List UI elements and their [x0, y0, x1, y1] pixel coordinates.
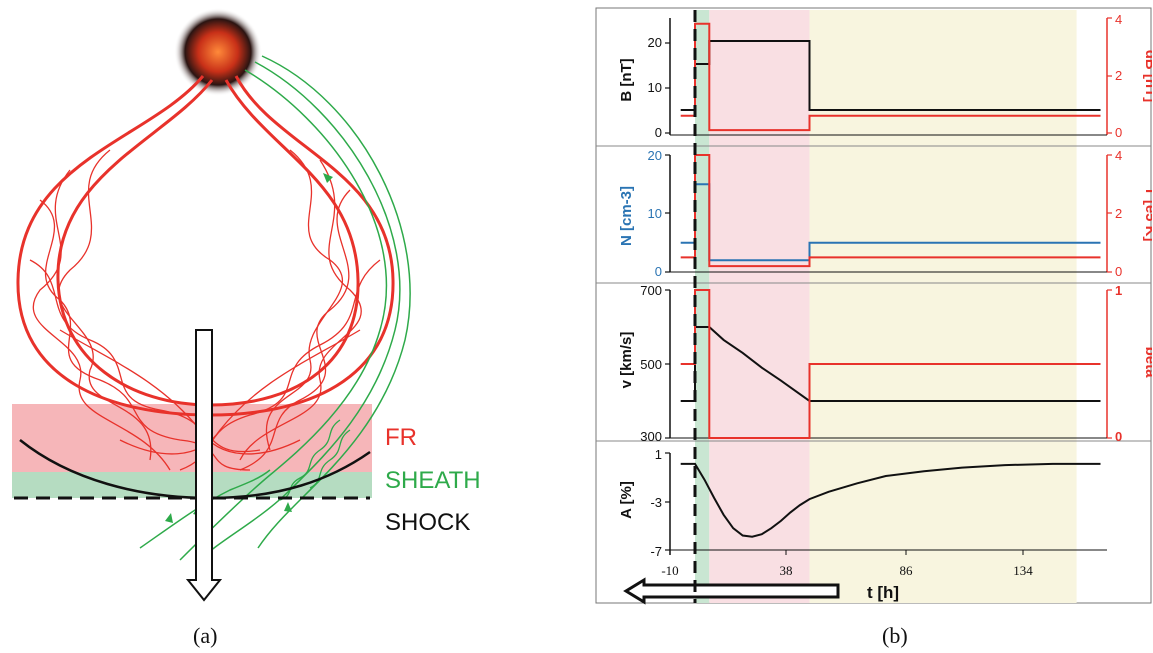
tick-n-20: 20 [648, 148, 662, 163]
ylabel-beta: beta [1142, 347, 1153, 379]
series-db-line [680, 22, 1101, 132]
tick-b-0: 0 [655, 125, 662, 140]
tick-db-0: 0 [1115, 125, 1122, 140]
legend-shock-label: SHOCK [385, 509, 470, 536]
caption-a: (a) [193, 623, 217, 648]
tick-t-2: 2 [1115, 206, 1122, 221]
ylabel-n: N [cm-3] [618, 186, 635, 246]
tick-v-300: 300 [640, 429, 662, 444]
sheath-shade [695, 10, 710, 603]
tick-n-10: 10 [648, 206, 662, 221]
sheath-field-lines [139, 55, 411, 561]
tick-a-1: 1 [655, 447, 662, 462]
ylabel-db: dB [nT] [1142, 50, 1153, 102]
tick-v-700: 700 [640, 283, 662, 298]
tick-db-4: 4 [1115, 12, 1122, 27]
tick-b-20: 20 [648, 35, 662, 50]
xlabel-time: t [h] [867, 583, 899, 602]
sheath-region-band [12, 472, 372, 498]
tick-beta-0: 0 [1115, 429, 1122, 444]
tick-a-3: -3 [650, 495, 662, 510]
y-ticks [665, 17, 1112, 551]
legend-sheath-label: SHEATH [385, 467, 481, 494]
sun-icon [174, 8, 262, 96]
caption-b: (b) [882, 623, 908, 648]
ylabel-v: v [km/s] [618, 332, 635, 389]
tick-t-4: 4 [1115, 148, 1122, 163]
fr-shade [709, 10, 810, 603]
ylabel-t: T [e5 K] [1142, 186, 1153, 241]
panel-a: FR SHEATH SHOCK (a) [12, 8, 481, 648]
xtick-neg10: -10 [661, 563, 678, 578]
series-a-line [680, 462, 1101, 538]
xtick-86: 86 [900, 563, 914, 578]
tick-beta-1: 1 [1115, 283, 1122, 298]
propagation-arrow-icon [185, 329, 223, 602]
xtick-134: 134 [1013, 563, 1033, 578]
tick-t-0: 0 [1115, 264, 1122, 279]
series-beta-line [680, 289, 1101, 439]
xtick-38: 38 [780, 563, 793, 578]
legend-fr-label: FR [385, 424, 417, 451]
tick-v-500: 500 [640, 357, 662, 372]
tick-a-7: -7 [650, 544, 662, 559]
panel-b: 20 10 0 20 10 0 700 500 300 1 -3 -7 4 2 … [595, 0, 1153, 653]
time-direction-arrow-icon [623, 577, 840, 605]
ylabel-b: B [nT] [618, 58, 635, 101]
post-shade [809, 10, 1077, 603]
ylabel-a: A [%] [618, 481, 635, 519]
tick-n-0: 0 [655, 264, 662, 279]
tick-db-2: 2 [1115, 68, 1122, 83]
tick-b-10: 10 [648, 80, 662, 95]
